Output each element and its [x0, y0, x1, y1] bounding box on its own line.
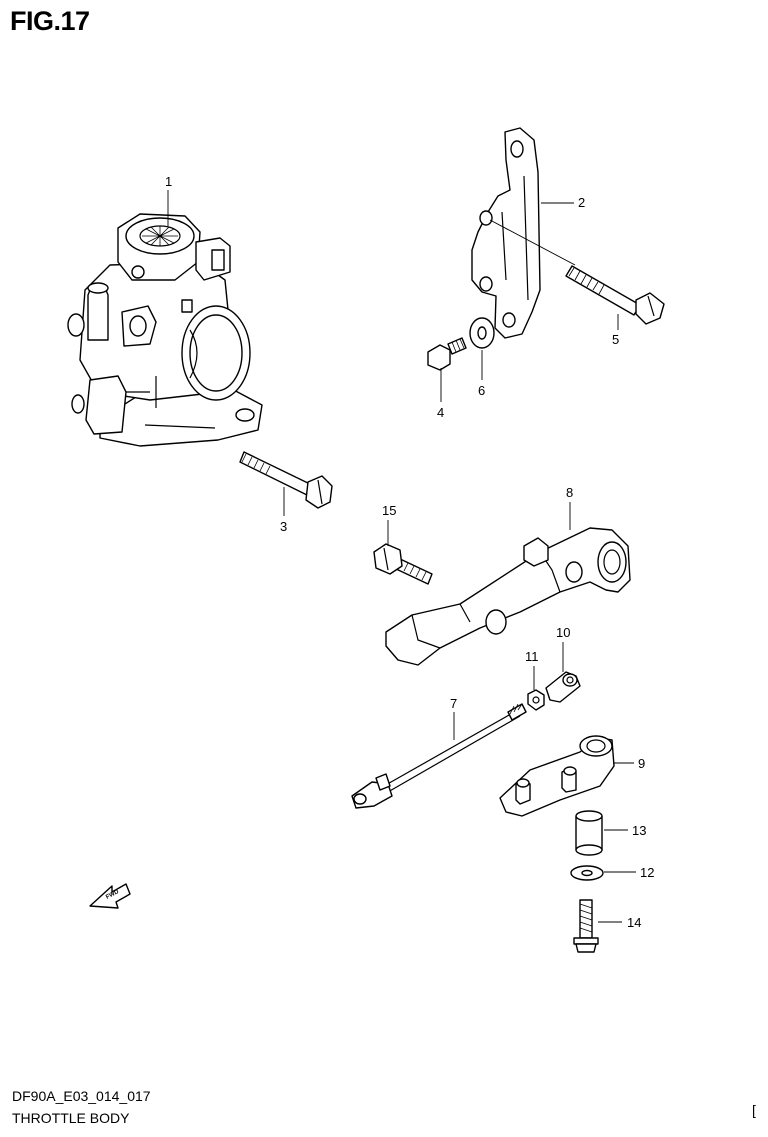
corner-mark: [ — [752, 1102, 756, 1118]
callout-7: 7 — [450, 696, 457, 711]
callout-5: 5 — [612, 332, 619, 347]
callout-13: 13 — [632, 823, 646, 838]
callout-6: 6 — [478, 383, 485, 398]
part-9-lever — [499, 735, 615, 817]
part-7-control-rod — [351, 703, 527, 809]
part-4-bolt — [427, 337, 467, 371]
callout-1: 1 — [165, 174, 172, 189]
part-13-collar — [575, 810, 603, 856]
callout-12: 12 — [640, 865, 654, 880]
part-6-washer — [469, 317, 495, 349]
callout-11: 11 — [525, 649, 539, 664]
figure-name: THROTTLE BODY — [12, 1110, 130, 1126]
part-11-nut — [527, 689, 545, 711]
part-5-bolt — [565, 265, 665, 325]
part-1-throttle-body — [67, 213, 263, 447]
fwd-arrow-icon: FWD — [89, 883, 131, 909]
part-3-bolt — [239, 451, 333, 509]
callout-14: 14 — [627, 915, 641, 930]
callout-3: 3 — [280, 519, 287, 534]
part-12-washer — [570, 865, 604, 881]
part-14-bolt — [573, 899, 599, 953]
part-10-rod-end — [545, 671, 581, 703]
callout-9: 9 — [638, 756, 645, 771]
callout-15: 15 — [382, 503, 396, 518]
figure-code: DF90A_E03_014_017 — [12, 1088, 151, 1104]
callout-2: 2 — [578, 195, 585, 210]
figure-title: FIG.17 — [10, 6, 90, 36]
callout-8: 8 — [566, 485, 573, 500]
callout-4: 4 — [437, 405, 444, 420]
callout-10: 10 — [556, 625, 570, 640]
part-2-bracket — [471, 127, 541, 339]
part-15-bolt — [373, 543, 433, 585]
part-8-link-arm — [385, 527, 631, 666]
